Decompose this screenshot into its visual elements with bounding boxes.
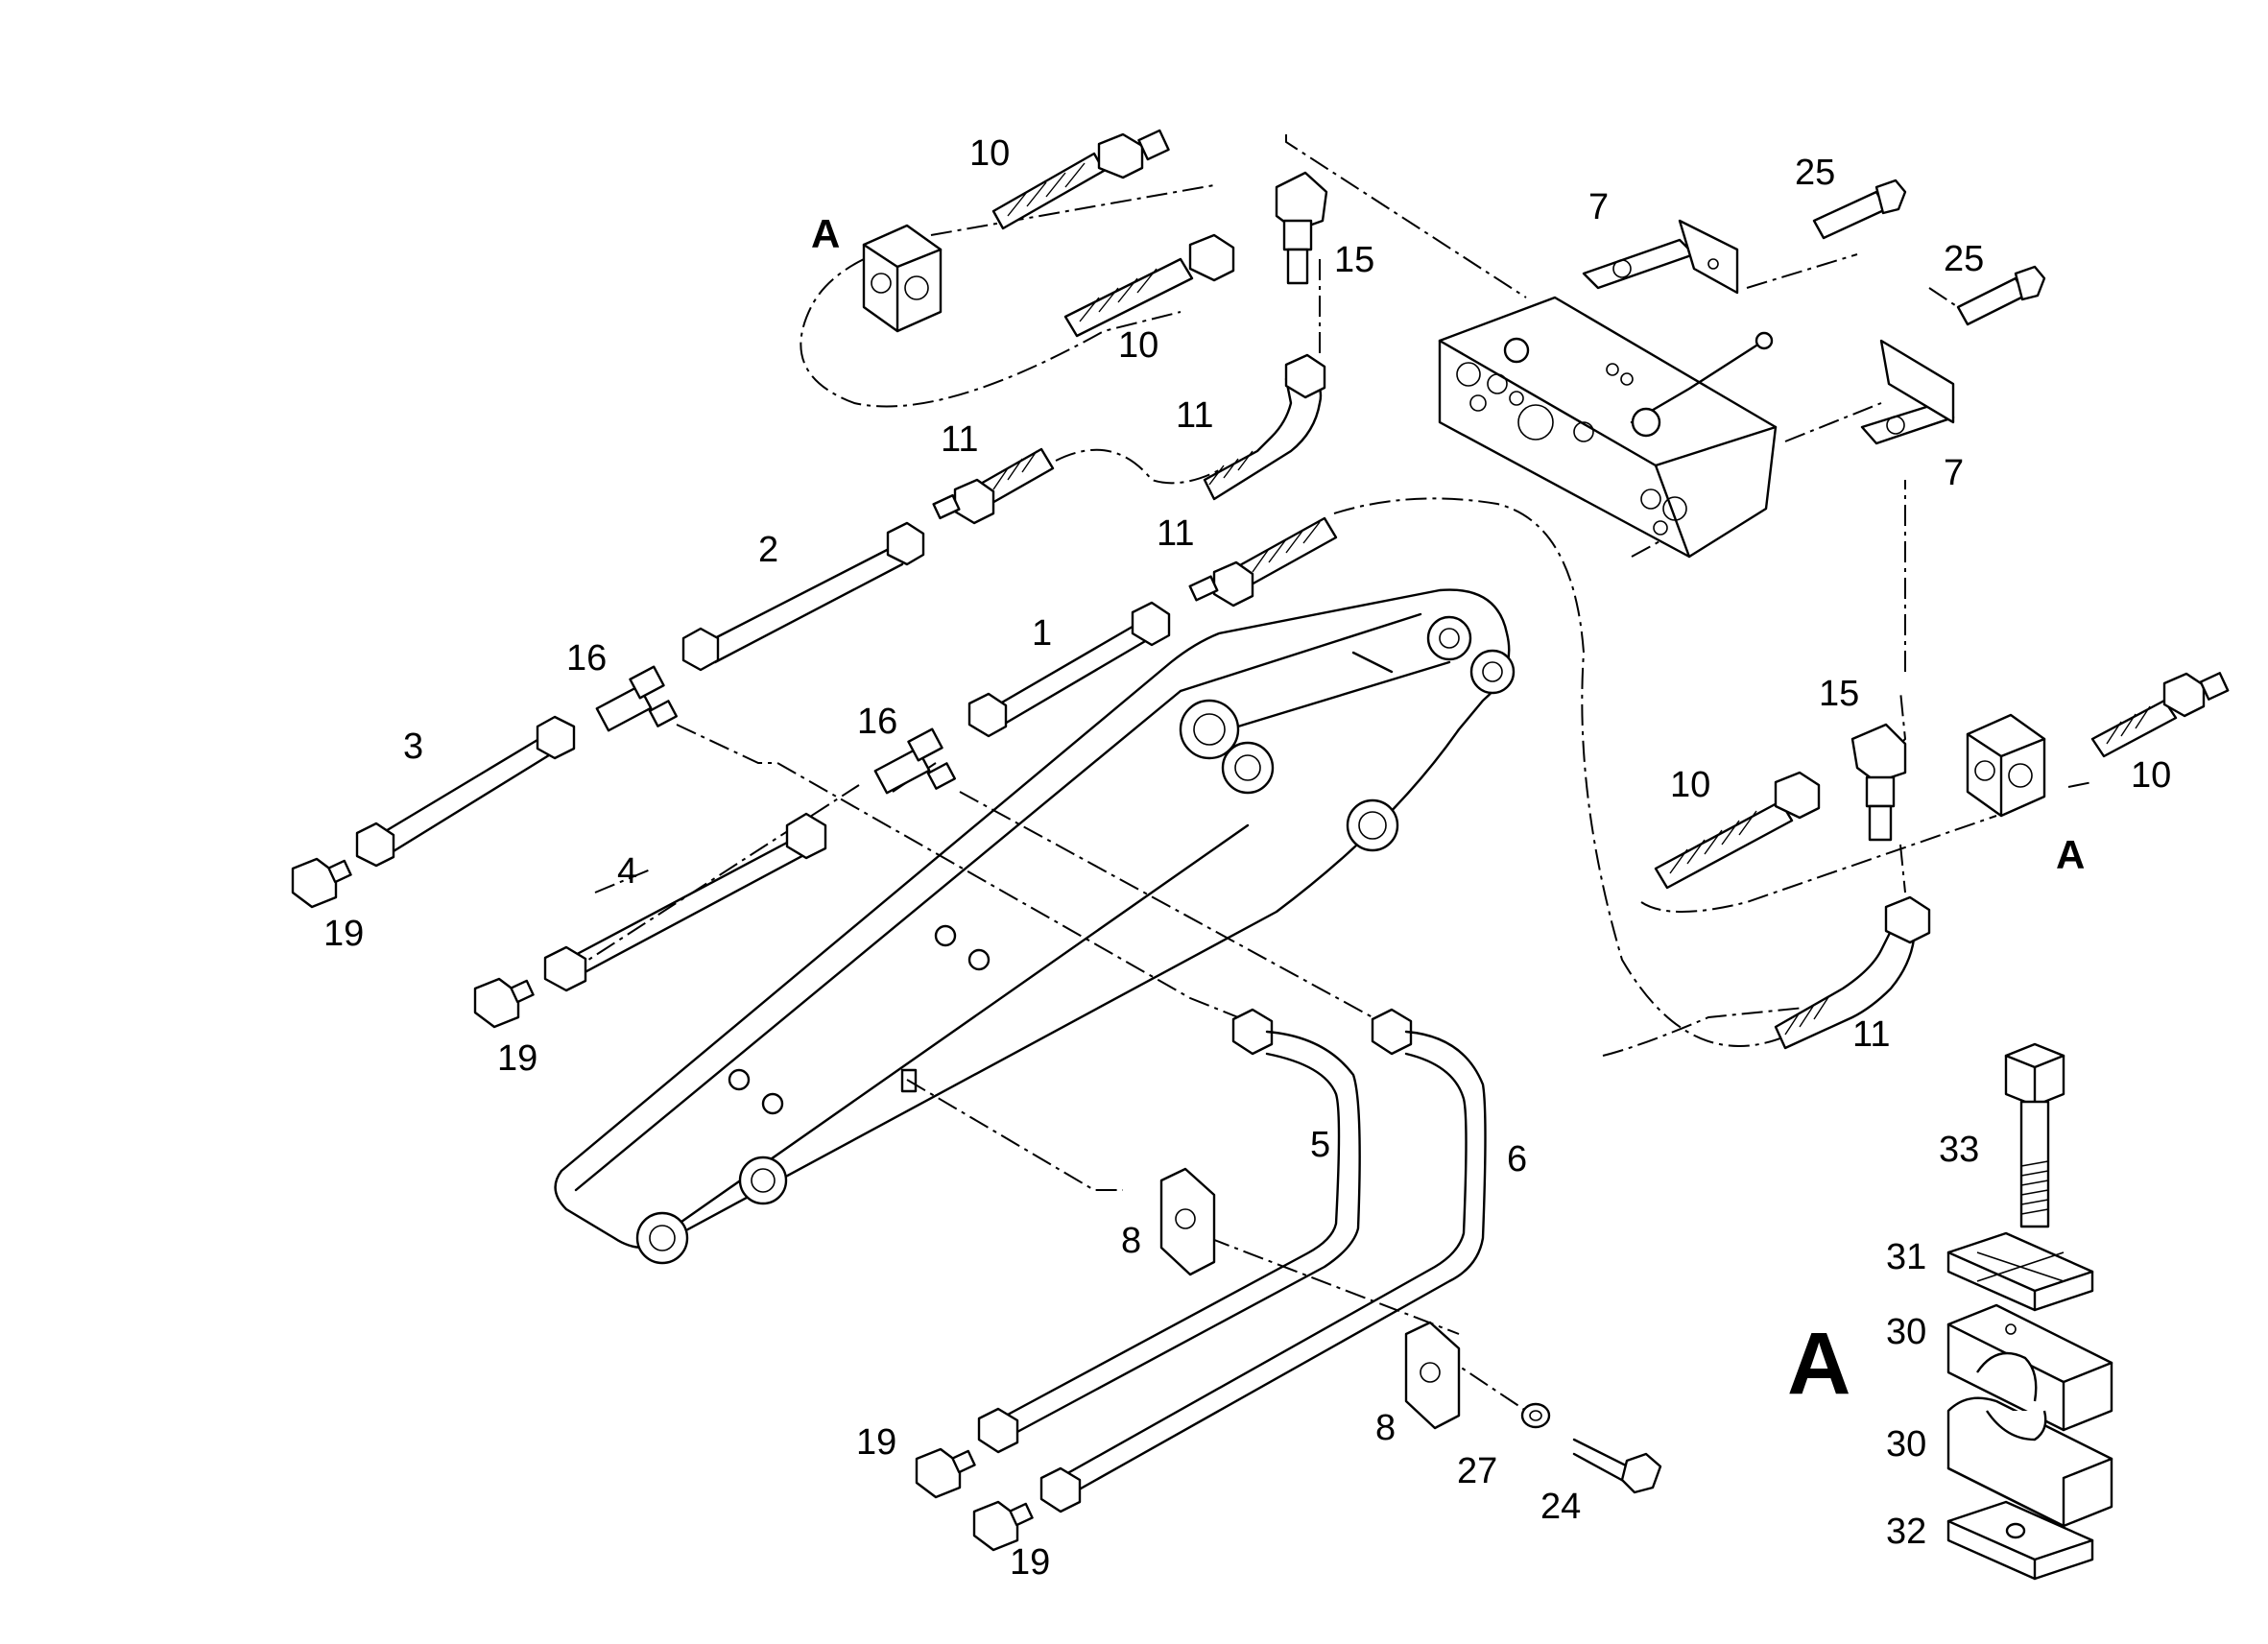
hose-11-b	[932, 447, 1055, 525]
hose-11-c	[1188, 516, 1338, 608]
label-19c: 19	[856, 1422, 896, 1463]
hose-10-lower-a	[1654, 771, 1821, 890]
plug-19-c	[915, 1447, 976, 1499]
label-7a: 7	[1588, 187, 1609, 227]
label-15a: 15	[1334, 240, 1374, 280]
label-15b: 15	[1819, 674, 1859, 714]
label-5: 5	[1310, 1125, 1330, 1165]
label-30a: 30	[1886, 1312, 1926, 1352]
label-8a: 8	[1121, 1221, 1141, 1261]
plug-19-b	[473, 977, 535, 1029]
valve-block	[1438, 296, 1778, 559]
label-detail-a-big: A	[1787, 1315, 1850, 1413]
tube-6	[1039, 1008, 1487, 1513]
label-10a: 10	[969, 133, 1010, 174]
washer-27	[1520, 1402, 1551, 1429]
elbow-fitting-15-lower	[1850, 723, 1907, 842]
label-27: 27	[1457, 1451, 1497, 1491]
label-19d: 19	[1010, 1542, 1050, 1583]
label-33: 33	[1939, 1130, 1979, 1170]
clamp-8-b	[1404, 1321, 1461, 1430]
label-3: 3	[403, 727, 423, 767]
hose-10-lower-b	[2090, 672, 2230, 758]
detail-a-assembly	[1946, 1042, 2113, 1581]
label-8b: 8	[1375, 1408, 1396, 1448]
tee-fitting-16a	[595, 665, 679, 732]
label-10d: 10	[2131, 755, 2171, 796]
plug-19-a	[291, 857, 352, 909]
tube-5	[977, 1008, 1361, 1454]
bolt-24	[1572, 1438, 1662, 1494]
bolt-33	[2004, 1042, 2065, 1228]
label-16a: 16	[566, 638, 607, 679]
tube-3	[355, 715, 576, 868]
label-6: 6	[1507, 1139, 1527, 1179]
label-11c: 11	[1157, 513, 1194, 554]
bracket-7-upper	[1582, 219, 1739, 295]
label-25a: 25	[1795, 153, 1835, 193]
hose-11-d	[1774, 895, 1931, 1050]
plug-19-d	[972, 1500, 1034, 1552]
label-16b: 16	[857, 702, 897, 742]
label-2: 2	[758, 530, 778, 570]
hose-10-upper-a	[991, 129, 1170, 230]
hose-10-upper-b	[1063, 233, 1235, 338]
plate-32	[1946, 1500, 2094, 1581]
label-11a: 11	[941, 419, 978, 460]
tube-2	[681, 521, 925, 672]
label-11d: 11	[1852, 1014, 1890, 1055]
tube-1	[967, 601, 1171, 738]
part-labels: 1 2 3 4 5 6 7 7 8 8 10 10 10 10 11 11 11…	[323, 133, 2171, 1583]
clamp-half-30-upper	[1946, 1303, 2113, 1432]
label-19b: 19	[497, 1038, 537, 1079]
bolt-25-lower	[1956, 265, 2046, 326]
boom-arm	[554, 588, 1516, 1265]
clamp-8-a	[1159, 1167, 1216, 1276]
label-10b: 10	[1118, 325, 1158, 366]
tube-4	[543, 812, 827, 992]
label-4: 4	[617, 851, 637, 892]
plate-31	[1946, 1231, 2094, 1312]
label-32: 32	[1886, 1512, 1926, 1552]
label-19a: 19	[323, 914, 364, 954]
clamp-detail-a-upper	[862, 224, 943, 333]
leader-lines	[565, 134, 2093, 1412]
label-31: 31	[1886, 1237, 1926, 1277]
clamp-detail-a-lower	[1966, 713, 2046, 818]
label-7b: 7	[1944, 453, 1964, 493]
bolt-25-upper	[1812, 179, 1907, 240]
label-detail-a-upper: A	[811, 211, 840, 256]
elbow-fitting-15-upper	[1275, 171, 1328, 285]
label-1: 1	[1032, 613, 1052, 654]
label-11b: 11	[1176, 395, 1213, 436]
label-30b: 30	[1886, 1424, 1926, 1465]
tee-fitting-16b	[873, 727, 957, 795]
label-25b: 25	[1944, 239, 1984, 279]
bracket-7-lower	[1860, 339, 1955, 445]
label-10c: 10	[1670, 765, 1710, 805]
hose-11-a	[1203, 353, 1326, 501]
label-detail-a-lower: A	[2056, 832, 2085, 877]
label-24: 24	[1540, 1487, 1581, 1527]
clamp-half-30-lower	[1946, 1396, 2113, 1528]
